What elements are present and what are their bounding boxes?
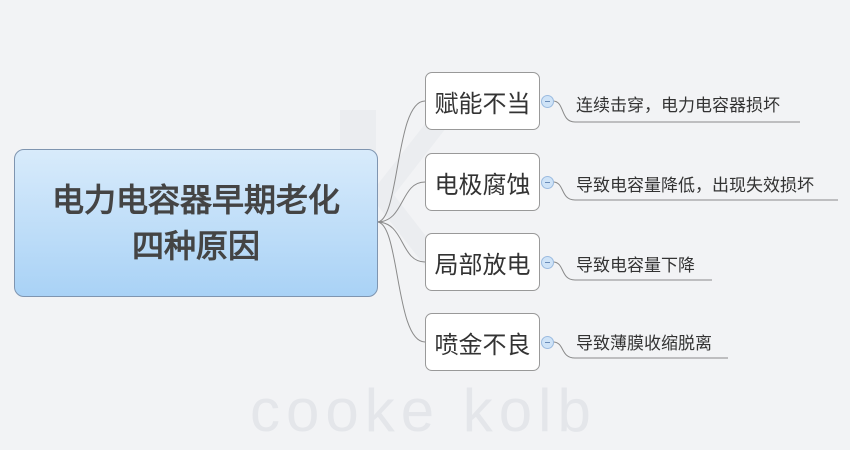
- leaf-node-3[interactable]: 导致电容量下降: [576, 256, 695, 276]
- branch-node-1[interactable]: 赋能不当: [425, 72, 540, 130]
- leaf-node-1[interactable]: 连续击穿，电力电容器损坏: [576, 96, 780, 116]
- root-title-line1: 电力电容器早期老化: [51, 181, 340, 219]
- leaf-node-2[interactable]: 导致电容量降低，出现失效损坏: [576, 176, 814, 196]
- leaf-node-4[interactable]: 导致薄膜收缩脱离: [576, 334, 712, 354]
- collapse-icon[interactable]: [541, 95, 554, 108]
- collapse-icon[interactable]: [541, 256, 554, 269]
- watermark-text: cooke kolb: [250, 377, 597, 444]
- root-node[interactable]: 电力电容器早期老化四种原因: [14, 149, 378, 297]
- root-title-line2: 四种原因: [131, 227, 260, 265]
- branch-node-3[interactable]: 局部放电: [425, 233, 540, 291]
- branch-node-2[interactable]: 电极腐蚀: [425, 153, 540, 211]
- collapse-icon[interactable]: [541, 336, 554, 349]
- collapse-icon[interactable]: [541, 176, 554, 189]
- branch-node-4[interactable]: 喷金不良: [425, 313, 540, 371]
